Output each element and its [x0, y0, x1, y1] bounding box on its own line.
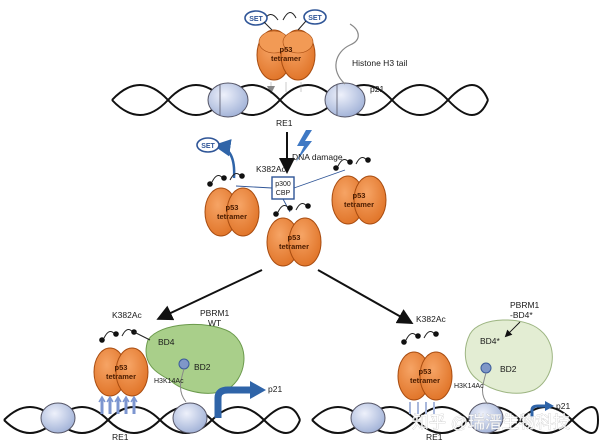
re1-label: RE1 — [426, 432, 443, 442]
pointer-line — [504, 321, 521, 338]
svg-text:tetramer: tetramer — [344, 200, 374, 209]
curved-arrow-icon — [213, 139, 236, 179]
p53-tetramer: p53 tetramer — [256, 12, 316, 94]
pbrm1-label: PBRM1 — [200, 308, 230, 318]
pbrm1-label: PBRM1 — [510, 300, 540, 310]
h3k14ac-label: H3K14Ac — [454, 383, 484, 390]
p53-label: p53 — [280, 45, 293, 54]
dna-damage-label: DNA damage — [292, 152, 343, 162]
svg-text:BD2: BD2 — [500, 364, 517, 374]
left-panel: BD4 BD2 PBRM1 WT H3K14Ac K382Ac p53 tetr… — [3, 308, 301, 442]
tetramer-label: tetramer — [271, 54, 301, 63]
svg-text:p53: p53 — [115, 363, 128, 372]
p53-tetramer: p53 tetramer — [266, 203, 322, 267]
dna-strand — [111, 84, 489, 116]
k382ac-label: K382Ac — [112, 310, 143, 320]
transcription-arrow-icon — [214, 381, 266, 418]
top-panel: Histone H3 tail p21 RE1 p53 tetramer SET… — [111, 9, 489, 128]
svg-text:tetramer: tetramer — [106, 372, 136, 381]
pbrm1-bd4-mutant: BD4* BD2 — [464, 319, 553, 405]
nucleosome — [40, 402, 76, 434]
svg-text:tetramer: tetramer — [217, 212, 247, 221]
lightning-icon — [296, 130, 312, 162]
binding-arrows — [98, 395, 138, 414]
set-protein-left: SET — [244, 10, 273, 31]
p53-tetramer: p53 tetramer — [397, 331, 453, 401]
nucleosome — [350, 402, 386, 434]
p21-label: p21 — [370, 84, 384, 94]
svg-text:SET: SET — [201, 143, 215, 150]
re1-label: RE1 — [276, 118, 293, 128]
svg-text:SET: SET — [249, 16, 263, 23]
svg-text:BD2: BD2 — [194, 362, 211, 372]
histone-tail — [335, 23, 359, 85]
set-protein-right: SET — [297, 9, 327, 31]
svg-text:p53: p53 — [419, 367, 432, 376]
p21-label: p21 — [268, 384, 282, 394]
nucleosome — [324, 82, 366, 118]
svg-text:p53: p53 — [353, 191, 366, 200]
histone-h3-label: Histone H3 tail — [352, 58, 407, 68]
p53-tetramer: p53 tetramer — [331, 157, 387, 225]
svg-text:tetramer: tetramer — [410, 376, 440, 385]
transcription-arrow-icon — [530, 401, 554, 418]
svg-text:p53: p53 — [226, 203, 239, 212]
p21-label: p21 — [556, 401, 570, 411]
set-protein: SET — [196, 137, 220, 153]
binding-arrows — [409, 402, 435, 414]
k382ac-label: K382Ac — [256, 164, 287, 174]
nucleosome — [468, 402, 504, 434]
nucleosome — [207, 82, 249, 118]
svg-text:CBP: CBP — [276, 190, 291, 197]
transition-arrow — [317, 269, 414, 324]
p53-tetramer: p53 tetramer — [204, 173, 260, 237]
h3k14ac-label: H3K14Ac — [154, 378, 184, 385]
svg-text:BD4*: BD4* — [480, 336, 501, 346]
right-panel: BD4* BD2 PBRM1 -BD4* H3K14Ac K382Ac p53 … — [311, 300, 599, 442]
re1-label: RE1 — [112, 432, 129, 442]
svg-text:BD4: BD4 — [158, 337, 175, 347]
transition-arrow — [156, 269, 263, 321]
pbrm1-wt-label: WT — [208, 318, 221, 328]
svg-text:p53: p53 — [288, 233, 301, 242]
svg-text:p300: p300 — [275, 181, 291, 188]
middle-panel: DNA damage SET K382Ac p300 CBP p53 — [196, 130, 387, 267]
p53-tetramer: p53 tetramer — [93, 329, 151, 397]
svg-text:tetramer: tetramer — [279, 242, 309, 251]
svg-text:SET: SET — [308, 15, 322, 22]
k382ac-label: K382Ac — [416, 314, 447, 324]
dna-strand — [111, 84, 489, 116]
nucleosome — [172, 402, 208, 434]
pbrm1-wt: BD4 BD2 — [145, 323, 245, 403]
pbrm1-bd4-label: -BD4* — [510, 310, 533, 320]
watermark: 知乎 @瑞溍生物科技 — [412, 413, 570, 432]
